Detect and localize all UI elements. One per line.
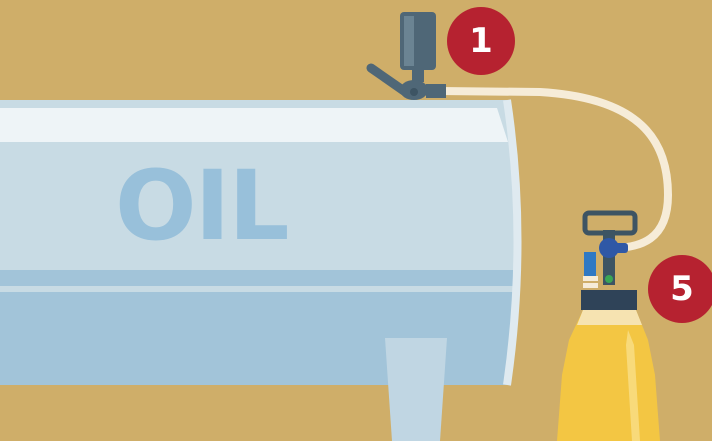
bottle-icon [557, 310, 660, 441]
step-1-badge: 1 [447, 7, 515, 75]
tank-label: OIL [115, 158, 288, 254]
outlet-pipe [385, 338, 447, 441]
valve-icon [371, 12, 446, 100]
step-5-badge: 5 [648, 255, 712, 323]
pump-cap-icon [581, 213, 637, 310]
